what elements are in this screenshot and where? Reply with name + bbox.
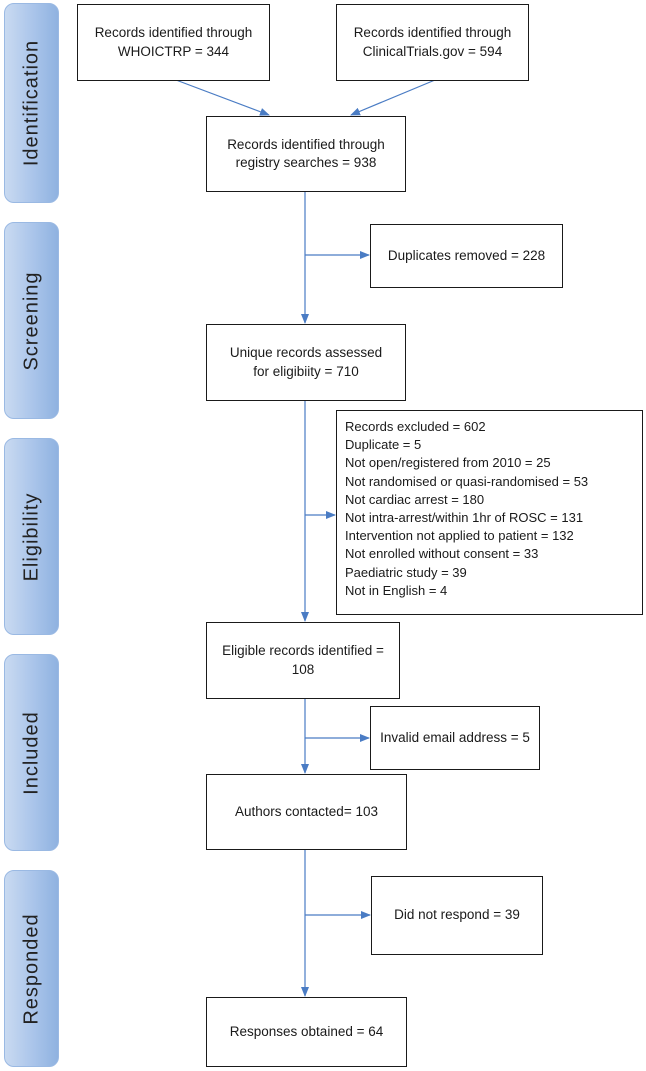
box-clinicaltrials: Records identified through ClinicalTrial… (336, 4, 529, 81)
excluded-reason: Not open/registered from 2010 = 25 (345, 455, 551, 471)
stage-screening: Screening (4, 222, 59, 419)
stage-identification: Identification (4, 3, 59, 203)
box-text: Responses obtained = 64 (229, 1023, 384, 1039)
excluded-reason: Not in English = 4 (345, 582, 448, 598)
excluded-total: Records excluded = 602 (345, 419, 486, 434)
box-text: Invalid email address = 5 (380, 729, 530, 745)
box-text: Eligible records identified = (222, 643, 384, 659)
box-authors-contacted: Authors contacted= 103 (206, 774, 407, 850)
excluded-reason: Intervention not applied to patient = 13… (345, 528, 574, 544)
stage-responded: Responded (4, 870, 59, 1067)
box-unique-records: Unique records assessed for eligibiity =… (206, 324, 406, 401)
box-text: Did not respond = 39 (394, 907, 520, 923)
box-text: 108 (291, 661, 315, 677)
excluded-reason: Paediatric study = 39 (345, 564, 467, 580)
box-text: Records identified through (227, 136, 385, 152)
stage-eligibility: Eligibility (4, 438, 59, 635)
box-duplicates-removed: Duplicates removed = 228 (370, 224, 563, 288)
box-whoictrp: Records identified through WHOICTRP = 34… (77, 4, 270, 81)
box-text: Records identified through (94, 25, 253, 41)
box-records-excluded: Records excluded = 602 Duplicate = 5 Not… (336, 410, 643, 615)
arrow-clinicaltrials-to-registry (350, 79, 436, 116)
excluded-reason: Not enrolled without consent = 33 (345, 546, 539, 562)
excluded-reason: Duplicate = 5 (345, 437, 422, 453)
excluded-reason: Not intra-arrest/within 1hr of ROSC = 13… (345, 509, 584, 525)
box-text: Records identified through (353, 25, 512, 41)
stage-included: Included (4, 654, 59, 851)
box-text: ClinicalTrials.gov = 594 (362, 43, 503, 59)
excluded-reason: Not cardiac arrest = 180 (345, 491, 485, 507)
box-text: Unique records assessed (229, 345, 383, 361)
box-did-not-respond: Did not respond = 39 (371, 876, 543, 955)
box-text: Duplicates removed = 228 (387, 247, 546, 263)
box-eligible-records: Eligible records identified = 108 (206, 622, 400, 699)
box-registry-searches: Records identified through registry sear… (206, 116, 406, 192)
box-text: for eligibiity = 710 (253, 363, 359, 379)
excluded-reason: Not randomised or quasi-randomised = 53 (345, 473, 589, 489)
box-text: WHOICTRP = 344 (117, 43, 230, 59)
box-text: registry searches = 938 (235, 155, 377, 170)
box-responses-obtained: Responses obtained = 64 (206, 997, 407, 1067)
arrow-whoictrp-to-registry (175, 79, 270, 116)
box-invalid-email: Invalid email address = 5 (370, 706, 540, 770)
box-text: Authors contacted= 103 (235, 803, 378, 819)
